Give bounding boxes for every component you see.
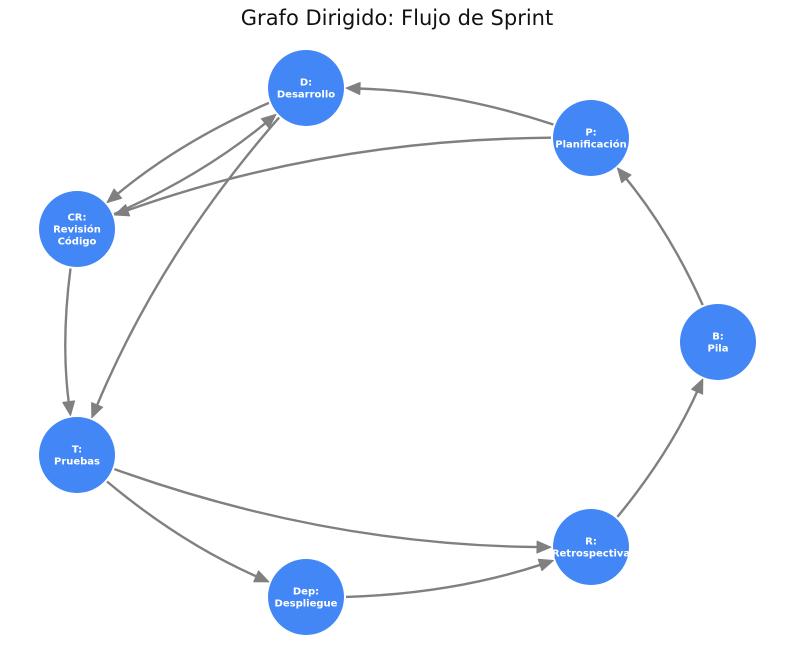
node-dep: Dep:Despliegue [268,559,344,635]
node-label: Revisión [53,224,101,236]
node-label: T: [72,445,82,456]
node-circle-t [39,417,115,493]
edge-D-T [95,116,281,408]
node-label: Código [58,236,97,248]
edge-P-CR [125,136,552,213]
edge-B-P [624,176,704,306]
node-b: B:Pila [680,304,756,380]
node-circle-b [680,304,756,380]
nodes: D:DesarrolloP:PlanificaciónCR:RevisiónCó… [39,50,756,635]
node-label: Despliegue [275,599,338,610]
edge-T-Dep [106,480,259,579]
arrowhead-D-T [91,402,104,419]
arrowhead-B-P [616,167,632,184]
node-label: D: [300,78,312,89]
node-p: P:Planificación [553,100,629,176]
edges [62,82,704,599]
node-circle-r [553,509,629,585]
diagram-title: Grafo Dirigido: Flujo de Sprint [240,6,554,30]
edge-R-B [616,389,699,518]
node-label: Planificación [555,139,626,151]
node-label: Desarrollo [277,90,335,101]
node-d: D:Desarrollo [268,50,344,126]
node-label: CR: [67,213,86,224]
node-t: T:Pruebas [39,417,115,493]
node-r: R:Retrospectiva [552,509,630,585]
arrowhead-T-R [536,540,552,554]
node-label: Pruebas [54,457,100,468]
node-circle-dep [268,559,344,635]
node-label: B: [712,332,724,343]
node-circle-cr [39,191,115,267]
arrowhead-D-CR [106,188,123,204]
arrowhead-R-B [691,378,704,395]
node-circle-d [268,50,344,126]
arrowhead-CR-D [260,113,277,129]
edge-CR-T [64,268,72,404]
arrowhead-Dep-R [537,558,554,572]
edge-Dep-R [345,563,543,599]
edge-D-CR [115,101,270,196]
node-label: R: [585,537,597,548]
arrowhead-CR-T [62,400,76,416]
arrowhead-P-D [345,82,361,95]
node-label: Retrospectiva [552,549,630,560]
edge-P-D [357,87,554,126]
edge-T-R [113,467,540,549]
node-label: P: [585,128,596,139]
arrowhead-T-Dep [253,570,270,583]
node-label: Dep: [293,587,319,598]
edge-CR-D [113,121,268,216]
node-circle-p [553,100,629,176]
node-label: Pila [708,344,729,355]
